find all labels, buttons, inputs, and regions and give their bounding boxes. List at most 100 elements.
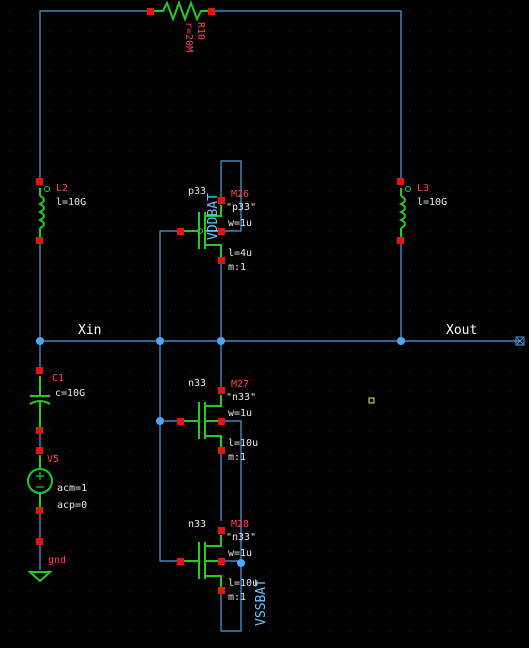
- m26-m: m:1: [228, 262, 246, 273]
- grid-dot: [49, 230, 51, 232]
- grid-dot: [429, 430, 431, 432]
- grid-dot: [249, 630, 251, 632]
- m26-type: p33: [188, 186, 206, 197]
- grid-dot: [409, 210, 411, 212]
- grid-dot: [109, 110, 111, 112]
- grid-dot: [349, 630, 351, 632]
- transistor-m28[interactable]: n33 M28 "n33" w=1u l=10u m:1 VSSBAT: [177, 519, 269, 626]
- output-terminal[interactable]: [515, 336, 525, 346]
- grid-dot: [249, 590, 251, 592]
- grid-dot: [429, 550, 431, 552]
- grid-dot: [389, 130, 391, 132]
- grid-dot: [29, 490, 31, 492]
- grid-dot: [329, 390, 331, 392]
- grid-dot: [209, 550, 211, 552]
- grid-dot: [49, 150, 51, 152]
- grid-dot: [309, 510, 311, 512]
- grid-dot: [89, 370, 91, 372]
- grid-dot: [289, 130, 291, 132]
- grid-dot: [189, 130, 191, 132]
- grid-dot: [69, 30, 71, 32]
- ground-symbol[interactable]: gnd: [27, 538, 66, 583]
- grid-dot: [29, 290, 31, 292]
- grid-dot: [509, 170, 511, 172]
- grid-dot: [269, 550, 271, 552]
- grid-dot: [369, 110, 371, 112]
- grid-dot: [409, 510, 411, 512]
- m26-name: M26: [231, 189, 249, 200]
- junction-dot: [237, 559, 245, 567]
- grid-dot: [349, 330, 351, 332]
- grid-dot: [149, 150, 151, 152]
- grid-dot: [389, 330, 391, 332]
- grid-dot: [109, 310, 111, 312]
- grid-dot: [249, 50, 251, 52]
- grid-dot: [369, 270, 371, 272]
- grid-dot: [469, 350, 471, 352]
- grid-dot: [509, 610, 511, 612]
- grid-dot: [29, 590, 31, 592]
- grid-dot: [69, 170, 71, 172]
- grid-dot: [49, 130, 51, 132]
- grid-dot: [289, 270, 291, 272]
- grid-dot: [249, 510, 251, 512]
- grid-dot: [269, 590, 271, 592]
- grid-dot: [89, 570, 91, 572]
- grid-dot: [429, 290, 431, 292]
- source-v5[interactable]: V5 acm=1 acp=0: [27, 447, 87, 514]
- grid-dot: [229, 430, 231, 432]
- grid-dot: [329, 50, 331, 52]
- grid-dot: [149, 130, 151, 132]
- grid-dot: [29, 430, 31, 432]
- grid-dot: [149, 190, 151, 192]
- grid-dot: [129, 170, 131, 172]
- grid-dot: [209, 70, 211, 72]
- grid-dot: [469, 310, 471, 312]
- resistor-r10[interactable]: r=20M R10: [147, 0, 215, 52]
- grid-dot: [229, 130, 231, 132]
- grid-dot: [89, 330, 91, 332]
- grid-dot: [69, 210, 71, 212]
- grid-dot: [109, 290, 111, 292]
- transistor-m26[interactable]: p33 M26 "p33" w=1u l=4u m:1 VDDBAT: [177, 186, 256, 273]
- grid-dot: [329, 490, 331, 492]
- transistor-m27[interactable]: n33 M27 "n33" w=1u l=10u m:1: [177, 378, 258, 463]
- grid-dot: [509, 50, 511, 52]
- grid-dot: [409, 310, 411, 312]
- inductor-l3[interactable]: L3 l=10G: [397, 178, 447, 244]
- capacitor-c1[interactable]: C1 c=10G: [29, 367, 85, 434]
- grid-dot: [389, 610, 391, 612]
- grid-dot: [449, 610, 451, 612]
- inductor-l2[interactable]: L2 l=10G: [36, 178, 86, 244]
- grid-dot: [289, 210, 291, 212]
- grid-dot: [149, 330, 151, 332]
- grid-dot: [369, 190, 371, 192]
- grid-dot: [349, 90, 351, 92]
- grid-dot: [429, 570, 431, 572]
- grid-dot: [169, 390, 171, 392]
- grid-dot: [309, 110, 311, 112]
- grid-dot: [349, 230, 351, 232]
- grid-dot: [449, 110, 451, 112]
- grid-dot: [69, 270, 71, 272]
- grid-dot: [309, 330, 311, 332]
- grid-dot: [149, 430, 151, 432]
- grid-dot: [369, 170, 371, 172]
- grid-dot: [89, 50, 91, 52]
- grid-dot: [329, 310, 331, 312]
- grid-dot: [229, 550, 231, 552]
- grid-dot: [309, 530, 311, 532]
- m27-l: l=10u: [228, 438, 258, 449]
- grid-dot: [149, 490, 151, 492]
- grid-dot: [29, 330, 31, 332]
- grid-dot: [369, 230, 371, 232]
- grid-dot: [149, 30, 151, 32]
- grid-dot: [289, 110, 291, 112]
- grid-dot: [189, 430, 191, 432]
- grid-dot: [29, 550, 31, 552]
- grid-dot: [29, 110, 31, 112]
- grid-dot: [269, 410, 271, 412]
- grid-dot: [29, 510, 31, 512]
- grid-dot: [9, 210, 11, 212]
